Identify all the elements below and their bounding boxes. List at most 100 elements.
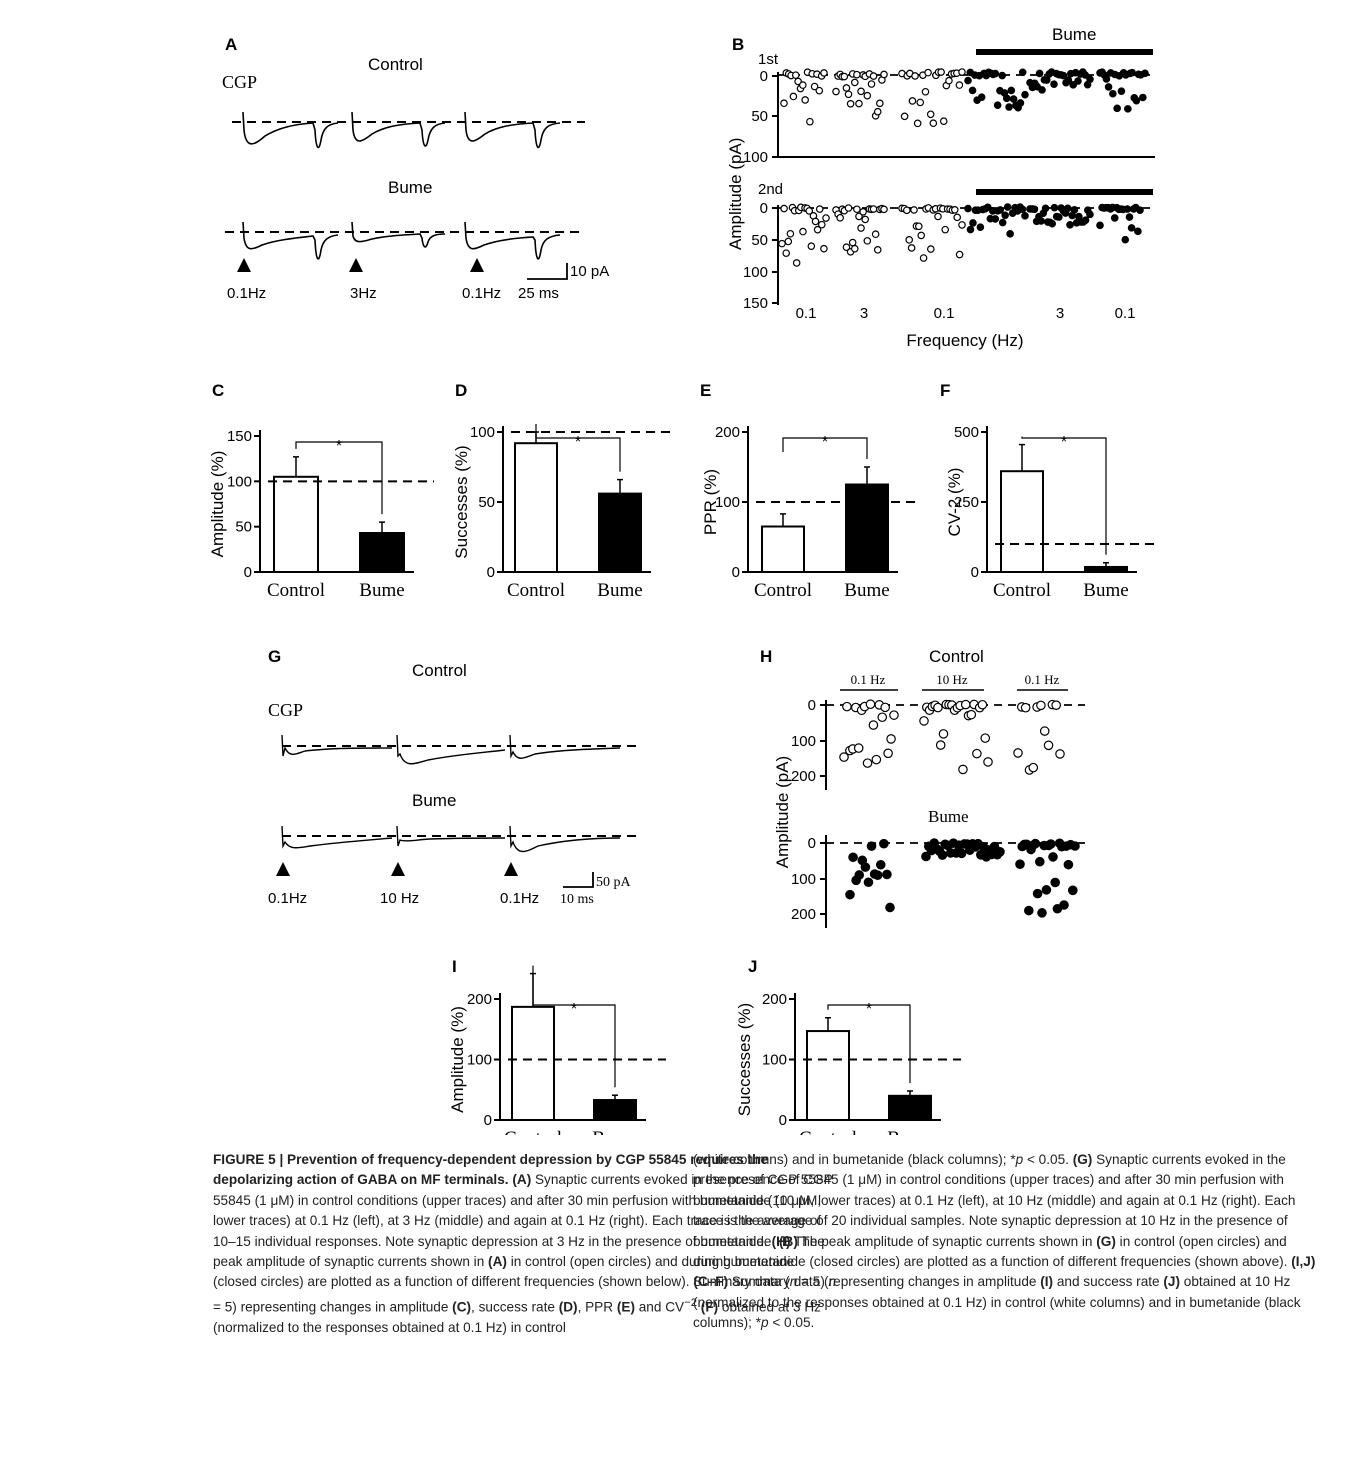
y-tick-label: 0	[971, 564, 979, 581]
open-point	[877, 712, 888, 723]
filled-point	[1113, 104, 1121, 113]
bar	[845, 483, 889, 573]
filled-point	[1021, 212, 1029, 220]
category-label: Bume	[844, 580, 889, 601]
y-tick-label: 100	[227, 473, 252, 490]
open-point	[935, 740, 946, 750]
open-point	[916, 98, 925, 107]
panel-b-tick: 50	[751, 232, 768, 249]
filled-point	[1070, 206, 1079, 214]
y-axis-label: Successes (%)	[735, 1003, 754, 1116]
open-point	[780, 204, 788, 213]
panel-letter-i: I	[452, 957, 457, 976]
y-axis-label: Successes (%)	[452, 445, 471, 558]
bar	[598, 492, 642, 574]
filled-point	[1041, 204, 1050, 213]
panel-h-freq-label: 0.1 Hz	[851, 672, 886, 687]
filled-point	[969, 219, 977, 227]
filled-point	[1128, 68, 1136, 77]
filled-point	[1139, 93, 1147, 102]
open-point	[855, 212, 863, 221]
panel-h-top-points	[839, 699, 1065, 775]
panel-g-stim-label: 0.1Hz	[500, 890, 539, 907]
filled-point	[1018, 68, 1027, 77]
open-point	[818, 220, 826, 229]
filled-point	[845, 889, 855, 900]
filled-point	[1064, 76, 1073, 84]
panel-b-tick: 150	[743, 295, 768, 312]
panel-g-stim-labels: 0.1Hz 10 Hz 0.1Hz	[268, 890, 539, 907]
y-tick-label: 50	[235, 519, 252, 536]
caption-ref: (G)	[1072, 1152, 1093, 1167]
significance-star: *	[822, 434, 828, 451]
panel-b-tick: 0	[760, 68, 768, 85]
y-tick-label: 100	[467, 1052, 492, 1069]
panel-b-top-points	[780, 68, 1149, 128]
filled-point	[1104, 83, 1113, 91]
open-point	[846, 100, 855, 108]
caption-text: obtained at 3 Hz (normalized to the resp…	[213, 1299, 821, 1335]
open-point	[886, 734, 896, 744]
panel-b-bottom-ticks	[772, 207, 778, 304]
caption-ref: (I)	[1040, 1274, 1054, 1290]
open-point	[889, 710, 899, 720]
caption-var: n	[789, 1274, 798, 1290]
panel-a-title-control: Control	[368, 55, 423, 74]
filled-point	[1066, 221, 1074, 229]
open-point	[980, 733, 991, 743]
open-point	[1013, 748, 1023, 758]
filled-point	[1038, 86, 1046, 94]
stim-arrow-icon	[391, 862, 405, 876]
filled-point	[1050, 80, 1058, 88]
panel-g-stim-label: 0.1Hz	[268, 890, 307, 907]
caption-text: Synaptic currents evoked in the presence…	[213, 1172, 833, 1249]
panel-g-traces-control	[281, 734, 621, 765]
open-point	[958, 764, 968, 775]
filled-point	[964, 204, 972, 213]
open-point	[786, 229, 795, 238]
panel-letter-g: G	[268, 647, 281, 666]
open-point	[937, 68, 945, 76]
panel-h-bottom-points	[845, 838, 1080, 918]
filled-point	[860, 862, 871, 872]
filled-point	[1005, 103, 1013, 111]
open-point	[861, 215, 870, 224]
filled-point	[1110, 214, 1119, 222]
panel-g-amp-scale: 50 pA	[596, 875, 632, 890]
filled-point	[1050, 877, 1060, 888]
open-point	[960, 699, 971, 710]
filled-point	[1006, 230, 1014, 238]
stim-arrow-icon	[237, 258, 251, 272]
filled-point	[996, 206, 1005, 214]
open-point	[822, 214, 830, 222]
significance-star: *	[336, 438, 342, 455]
significance-star: *	[866, 1001, 872, 1018]
panel-a: Control CGP Bume 0.1Hz 3Hz 0.1Hz 25 ms 1…	[222, 55, 609, 302]
y-tick-label: 0	[732, 564, 740, 581]
panel-b-xtick: 0.1	[934, 305, 955, 322]
open-point	[1043, 740, 1054, 751]
panel-b-bottom-points	[778, 203, 1144, 267]
panel-b: Bume 1st 0 50 100 2nd 0 50 100 150 Ampli…	[726, 25, 1155, 350]
panel-a-stim-labels: 0.1Hz 3Hz 0.1Hz	[227, 285, 501, 302]
open-point	[905, 236, 914, 244]
open-point	[955, 250, 964, 259]
y-tick-label: 0	[244, 564, 252, 581]
significance-star: *	[575, 434, 581, 451]
caption-text: = 5) representing changes in amplitude	[797, 1274, 1041, 1290]
open-point	[805, 207, 814, 215]
category-label: Control	[507, 580, 565, 601]
caption-ref: (G)	[1096, 1233, 1116, 1249]
caption-ref: (C)	[452, 1299, 472, 1315]
filled-point	[1070, 841, 1080, 851]
bar	[359, 532, 405, 573]
y-tick-label: 200	[715, 424, 740, 441]
filled-point	[1007, 86, 1016, 95]
filled-point	[875, 859, 886, 870]
open-point	[865, 699, 876, 710]
caption-text: Summary data (	[728, 1274, 829, 1290]
panel-a-cgp-label: CGP	[222, 72, 257, 92]
bar	[273, 475, 319, 573]
